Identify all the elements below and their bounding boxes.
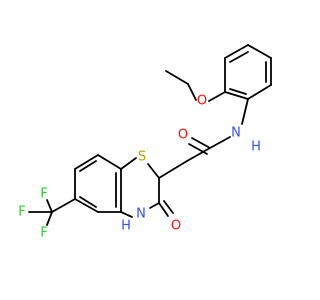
bond-s-c8a [120,157,137,170]
bond-o-aryl [208,91,226,102]
molecule-diagram: O O N H S O N H F F F [18,44,272,241]
ring-a-bond [247,44,272,59]
bond-c2-s [147,163,160,179]
ring-a-inner-bond [229,88,247,95]
atom-f-bottom: F [40,226,47,241]
ethoxy-group [165,70,226,102]
thiazine-ring [120,157,174,218]
bond-c3-n4 [149,202,160,209]
ring-b-bond [74,154,99,170]
bond-aryl-n [241,98,249,125]
atom-f-top: F [40,187,47,202]
atom-labels: O O N H S O N H F F F [18,94,261,241]
benzo-ring [74,154,122,213]
atom-o-ether: O [197,94,207,109]
ring-b-bond [74,198,99,213]
bond-ch2-o [187,83,197,101]
ring-b-inner-bond [79,196,97,208]
bond-ch3-ch2 [165,70,189,85]
atom-f-left: F [18,205,25,220]
atom-h-lactam: H [121,219,131,234]
ethoxyphenyl-ring [224,44,272,100]
bond-carbonyl-o [191,137,211,149]
ring-a-bond [224,91,249,100]
structure-svg: O O N H S O N H F F F [18,44,272,241]
bond-carbonyl-ch2 [186,147,211,162]
bond-n-carbonyl [209,136,231,149]
bond-c3-o-double [163,200,174,214]
atom-o-lactam: O [171,219,181,234]
atom-o-amide: O [178,128,188,143]
ring-b-inner-bond [79,160,97,172]
bond-n4-c4a [120,211,133,218]
ring-a-inner-bond [229,51,249,63]
bond-aryl-cf3 [51,198,76,213]
atom-h-amide: H [251,140,261,155]
ring-b-bond [97,154,122,170]
ring-a-bond [247,84,272,100]
bond-c-f-bottom [46,211,53,226]
amide-linkage [158,98,249,179]
trifluoromethyl-group [28,198,76,226]
bond-c3-o [158,202,169,217]
atom-n-amide: N [231,126,241,141]
bond-c-f-top [46,199,53,213]
atom-s-ring: S [138,150,146,165]
bond-ch2-c2 [158,160,188,179]
atom-n-lactam: N [136,207,146,222]
ring-a-bond [224,44,249,59]
